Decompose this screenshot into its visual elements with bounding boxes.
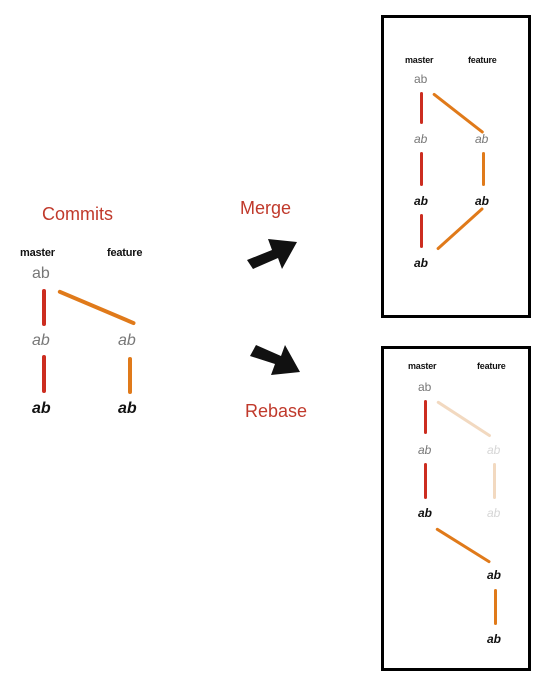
- merge-commit-feature-2-text: ab: [475, 194, 490, 208]
- rebase-commit-rebased-1: ab: [487, 569, 501, 581]
- left-commit-feature-1: ab: [118, 333, 136, 349]
- merge-master-link-2: [420, 152, 423, 186]
- rebase-commit-feature-faded-2-text: ab: [487, 506, 501, 520]
- left-feature-link: [128, 357, 132, 394]
- rebase-commit-master-2-text: ab: [418, 443, 432, 457]
- left-master-label: master: [20, 247, 55, 259]
- rebase-arrow-icon: [250, 345, 300, 375]
- rebase-master-link-1: [424, 400, 427, 434]
- merge-commit-master-1-text: ab: [414, 72, 428, 86]
- merge-commit-master-3-text: ab: [414, 194, 429, 208]
- left-commit-feature-2-text: ab: [118, 400, 137, 417]
- merge-commit-feature-1: ab: [475, 133, 488, 145]
- merge-commit-feature-1-text: ab: [475, 132, 489, 146]
- left-master-link-1: [42, 289, 46, 326]
- merge-feature-link: [482, 152, 485, 186]
- rebase-commit-rebased-1-text: ab: [487, 568, 502, 582]
- rebase-commit-master-1: ab: [418, 381, 431, 393]
- left-commit-master-3-text: ab: [32, 400, 51, 417]
- left-feature-label: feature: [107, 247, 143, 259]
- rebase-old-feature-link: [493, 463, 496, 499]
- commits-title: Commits: [42, 204, 113, 224]
- rebase-master-link-2: [424, 463, 427, 499]
- rebase-commit-feature-faded-1-text: ab: [487, 443, 501, 457]
- left-branch-link: [57, 289, 137, 326]
- left-commit-feature-1-text: ab: [118, 332, 136, 349]
- merge-commit-master-2-text: ab: [414, 132, 428, 146]
- rebase-commit-feature-faded-1: ab: [487, 444, 500, 456]
- left-master-link-2: [42, 355, 46, 393]
- rebase-new-feature-link: [494, 589, 497, 625]
- left-commit-master-1: ab: [32, 266, 50, 282]
- merge-result-panel: [381, 15, 531, 318]
- rebase-commit-master-3-text: ab: [418, 506, 433, 520]
- rebase-commit-rebased-2-text: ab: [487, 632, 502, 646]
- merge-master-link-3: [420, 214, 423, 248]
- rebase-commit-master-1-text: ab: [418, 380, 432, 394]
- merge-label: Merge: [240, 198, 292, 218]
- merge-commit-feature-2: ab: [475, 195, 489, 207]
- merge-master-label: master: [405, 55, 434, 65]
- merge-commit-master-4-text: ab: [414, 256, 429, 270]
- rebase-label: Rebase: [245, 401, 308, 421]
- left-commit-feature-2: ab: [118, 401, 137, 417]
- left-commit-master-3: ab: [32, 401, 51, 417]
- merge-commit-master-4: ab: [414, 257, 428, 269]
- rebase-commit-master-3: ab: [418, 507, 432, 519]
- left-commit-master-2-text: ab: [32, 332, 50, 349]
- merge-master-link-1: [420, 92, 423, 124]
- merge-commit-master-3: ab: [414, 195, 428, 207]
- merge-commit-master-1: ab: [414, 73, 427, 85]
- merge-feature-label: feature: [468, 55, 497, 65]
- rebase-master-label: master: [408, 361, 437, 371]
- left-commit-master-2: ab: [32, 333, 50, 349]
- rebase-commit-master-2: ab: [418, 444, 431, 456]
- rebase-commit-rebased-2: ab: [487, 633, 501, 645]
- left-commit-master-1-text: ab: [32, 265, 50, 282]
- merge-commit-master-2: ab: [414, 133, 427, 145]
- merge-arrow-icon: [247, 239, 297, 269]
- rebase-commit-feature-faded-2: ab: [487, 507, 500, 519]
- rebase-result-panel: [381, 346, 531, 671]
- rebase-feature-label: feature: [477, 361, 506, 371]
